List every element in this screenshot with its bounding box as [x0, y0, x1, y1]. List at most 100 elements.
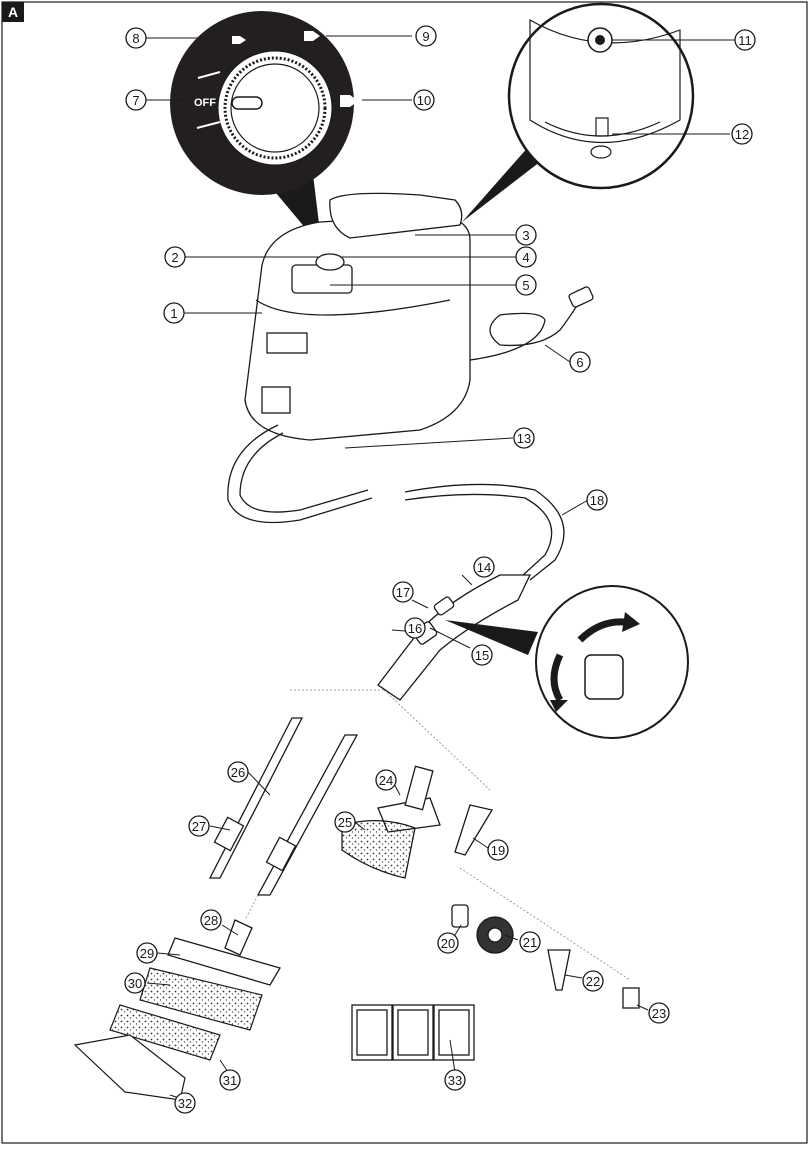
callout-26: 26: [227, 761, 249, 783]
callout-circle: [519, 931, 541, 953]
power-cable: [469, 286, 594, 361]
callout-number: 3: [522, 228, 529, 243]
large-round-brush: [547, 949, 571, 991]
callout-circle: [392, 581, 414, 603]
callout-circle: [415, 25, 437, 47]
assembly-guides: [244, 689, 631, 981]
steam-hose: [227, 424, 565, 581]
callout-20: 20: [437, 932, 459, 954]
callout-circle: [164, 246, 186, 268]
callout-28: 28: [200, 909, 222, 931]
callout-circle: [404, 617, 426, 639]
descaling-sticks: [351, 1004, 475, 1061]
callout-number: 10: [417, 93, 431, 108]
figure-label-box: [2, 2, 24, 22]
callout-11: 11: [734, 29, 756, 51]
callout-number: 33: [448, 1073, 462, 1088]
callout-7: 7: [125, 89, 147, 111]
callout-number: 20: [441, 936, 455, 951]
steam-dial-detail: OFF: [170, 11, 358, 248]
callout-circle: [515, 224, 537, 246]
callout-circle: [487, 839, 509, 861]
callout-number: 4: [522, 250, 529, 265]
floor-cloth-second: [109, 1004, 221, 1061]
steam-level-low-icon: [232, 36, 246, 44]
callout-17: 17: [392, 581, 414, 603]
steam-level-high-icon: [340, 95, 358, 107]
callout-number: 13: [517, 431, 531, 446]
callout-circle: [515, 246, 537, 268]
callout-circle: [569, 351, 591, 373]
callout-circle: [219, 1069, 241, 1091]
callout-32: 32: [174, 1092, 196, 1114]
carpet-glider: [73, 1034, 186, 1101]
steam-gun: [377, 574, 532, 701]
water-tank: [329, 192, 463, 239]
callout-number: 21: [523, 935, 537, 950]
callout-circle: [586, 489, 608, 511]
callout-9: 9: [415, 25, 437, 47]
power-plug: [568, 286, 594, 308]
steam-lever: [433, 596, 455, 616]
detail-nozzle: [454, 804, 494, 856]
tube-lock-button: [213, 816, 245, 852]
callout-number: 12: [735, 127, 749, 142]
callout-number: 24: [379, 773, 393, 788]
power-nozzle: [451, 904, 469, 928]
callout-6: 6: [569, 351, 591, 373]
hand-nozzle-cover: [341, 820, 416, 879]
callout-number: 23: [652, 1006, 666, 1021]
callout-number: 8: [132, 31, 139, 46]
callout-21: 21: [519, 931, 541, 953]
dial-off-label: OFF: [194, 97, 216, 109]
steam-dial: [315, 253, 345, 271]
callout-number: 2: [171, 250, 178, 265]
base-unit: [244, 192, 471, 441]
callout-number: 15: [475, 648, 489, 663]
callout-number: 25: [338, 815, 352, 830]
tank-detail: [462, 2, 695, 222]
callout-number: 14: [477, 560, 491, 575]
figure-label: A: [8, 4, 18, 20]
callout-number: 7: [132, 93, 139, 108]
callout-number: 27: [192, 819, 206, 834]
callout-circle: [124, 972, 146, 994]
callout-number: 31: [223, 1073, 237, 1088]
callout-circle: [513, 427, 535, 449]
callout-circle: [227, 761, 249, 783]
callout-circle: [188, 815, 210, 837]
callout-circle: [125, 89, 147, 111]
callout-circle: [471, 644, 493, 666]
callout-number: 26: [231, 765, 245, 780]
callout-circle: [648, 1002, 670, 1024]
callout-27: 27: [188, 815, 210, 837]
callout-24: 24: [375, 769, 397, 791]
callout-18: 18: [586, 489, 608, 511]
callout-14: 14: [473, 556, 495, 578]
callout-circle: [734, 29, 756, 51]
callout-29: 29: [136, 942, 158, 964]
callout-25: 25: [334, 811, 356, 833]
callout-number: 22: [586, 974, 600, 989]
callout-circle: [731, 123, 753, 145]
dial-pointer: [231, 96, 263, 110]
callout-22: 22: [582, 970, 604, 992]
callout-circle: [582, 970, 604, 992]
callout-number: 16: [408, 621, 422, 636]
callout-circle: [125, 27, 147, 49]
callout-23: 23: [648, 1002, 670, 1024]
steam-level-mid-icon: [304, 31, 320, 41]
callout-number: 6: [576, 355, 583, 370]
callout-33: 33: [444, 1069, 466, 1091]
callout-31: 31: [219, 1069, 241, 1091]
callout-circle: [163, 302, 185, 324]
steam-lever-detail: [445, 585, 689, 739]
extension-tubes: [208, 717, 359, 896]
callout-number: 19: [491, 843, 505, 858]
accessories: [451, 904, 640, 1009]
callout-16: 16: [404, 617, 426, 639]
callout-circle: [444, 1069, 466, 1091]
callout-circle: [334, 811, 356, 833]
